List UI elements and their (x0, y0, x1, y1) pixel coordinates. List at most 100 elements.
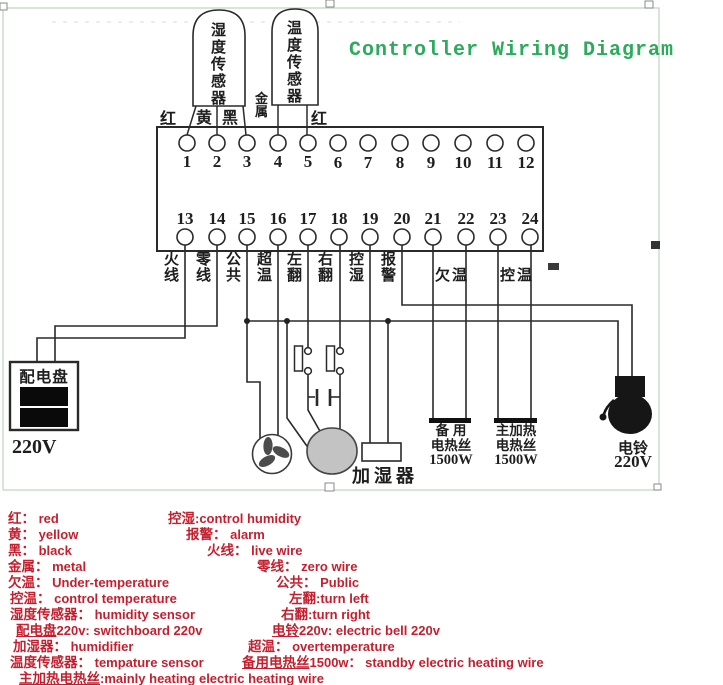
terminal-21: 21 (424, 209, 442, 228)
wire-color-metal: 金属 (254, 91, 268, 119)
label-under-temp: 欠温 (435, 267, 470, 284)
terminal-7: 7 (363, 153, 373, 172)
contact (303, 366, 313, 376)
terminal-24: 24 (521, 209, 539, 228)
legend-item: 右翻:turn right (281, 607, 371, 622)
legend-item: 黄： yellow (8, 527, 79, 542)
terminal-block (156, 126, 544, 252)
terminal-1: 1 (182, 152, 192, 171)
terminal-22: 22 (457, 209, 475, 228)
legend-item: 左翻:turn left (289, 591, 369, 606)
resize-handle-top-right[interactable] (644, 0, 654, 9)
bell-voltage: 220V (614, 452, 652, 471)
legend-item: 欠温： Under-temperature (8, 575, 170, 590)
terminal-9: 9 (426, 153, 436, 172)
temperature-sensor-capsule (271, 8, 319, 106)
legend-item: 红： red (8, 511, 59, 526)
label-common: 公共 (225, 251, 241, 284)
resize-handle-top-left[interactable] (0, 2, 8, 11)
main-heater-label: 主加热 电热丝 1500W (491, 423, 541, 468)
wire-color-yellow: 黄 (196, 110, 213, 127)
terminal-4: 4 (273, 152, 283, 171)
legend-item: 超温： overtemperature (248, 639, 395, 654)
standby-heater-label: 备 用 电热丝 1500W (426, 423, 476, 468)
legend-item: 火线： live wire (207, 543, 303, 558)
sensor-lead-wires (186, 105, 308, 136)
terminal-2: 2 (212, 152, 222, 171)
label-turn-left: 左翻 (286, 251, 302, 284)
switchboard-slot-2 (20, 408, 68, 427)
terminal-14: 14 (208, 209, 226, 228)
label-alarm: 报警 (380, 251, 396, 284)
page-title: Controller Wiring Diagram (349, 39, 675, 62)
turn-switches (293, 345, 345, 376)
standby-heater-line2: 电热丝 (430, 438, 472, 453)
resize-handle-bottom-right[interactable] (653, 483, 662, 491)
terminal-17: 17 (299, 209, 317, 228)
terminal-circles-top (178, 134, 535, 152)
terminal-13: 13 (176, 209, 194, 228)
bus-drop-to-motor (286, 321, 310, 450)
fan-icon (251, 433, 293, 475)
left-switch-body (293, 345, 304, 372)
temperature-sensor-label: 温度传感器 (285, 20, 302, 105)
wire-color-red-left: 红 (160, 111, 177, 128)
label-live-wire: 火线 (163, 251, 179, 284)
legend-item: 零线： zero wire (257, 559, 358, 574)
main-heater-power: 1500W (494, 452, 538, 468)
resize-handle-bottom-center[interactable] (324, 482, 335, 492)
switchboard-label: 配电盘 (19, 369, 69, 386)
bell-label: 电铃 (617, 440, 648, 457)
wire-common-to-fan (246, 245, 261, 442)
terminal-19: 19 (361, 209, 379, 228)
humidity-sensor-capsule (192, 9, 246, 107)
wire-zero-to-switchboard (54, 245, 218, 362)
legend-item: 配电盘220v: switchboard 220v (16, 623, 203, 638)
resize-handle-top-center[interactable] (325, 0, 335, 8)
terminal-11: 11 (486, 153, 504, 172)
switchboard-slot-1 (20, 387, 68, 406)
terminal-8: 8 (395, 153, 405, 172)
legend-item: 主加热电热丝:mainly heating electric heating w… (19, 671, 324, 685)
motor-icon (306, 427, 358, 475)
humidifier-box (361, 442, 402, 462)
circuit-wires (36, 245, 633, 450)
standby-heater-power: 1500W (429, 452, 473, 468)
legend-item: 控温： control temperature (10, 591, 177, 606)
terminal-23: 23 (489, 209, 507, 228)
label-ctrl-temp: 控温 (500, 267, 535, 284)
terminal-circles-bottom (176, 228, 539, 246)
terminal-18: 18 (330, 209, 348, 228)
wire-turn-left-to-motor (307, 374, 322, 434)
contact (335, 346, 345, 356)
terminal-3: 3 (242, 152, 252, 171)
humidity-sensor-label: 湿度传感器 (209, 22, 226, 107)
contact (335, 366, 345, 376)
terminal-6: 6 (333, 153, 343, 172)
label-zero-wire: 零线 (195, 251, 211, 284)
inner-selection-handle[interactable] (548, 263, 559, 270)
legend-item: 电铃220v: electric bell 220v (272, 623, 440, 638)
contact (303, 346, 313, 356)
legend-item: 加湿器： humidifier (13, 639, 134, 654)
capacitor-icon (315, 389, 332, 406)
humidifier-label: 加湿器 (352, 466, 418, 486)
legend-item: 公共： Public (276, 575, 360, 590)
legend-item: 金属： metal (8, 559, 87, 574)
legend-item: 湿度传感器： humidity sensor (10, 607, 196, 622)
resize-handle-right-middle[interactable] (651, 241, 660, 249)
legend-item: 备用电热丝1500w： standby electric heating wir… (242, 655, 544, 670)
switchboard-voltage: 220V (12, 436, 57, 458)
wire-color-black: 黑 (222, 110, 239, 127)
legend-item: 控湿:control humidity (168, 511, 302, 526)
wire-alarm-to-bell (401, 245, 633, 378)
right-switch-body (325, 345, 336, 372)
label-overtemp: 超温 (256, 251, 272, 284)
terminal-12: 12 (517, 153, 535, 172)
wire-color-red-right: 红 (311, 111, 328, 128)
label-ctrl-humidity: 控湿 (348, 251, 364, 284)
terminal-16: 16 (269, 209, 287, 228)
terminal-15: 15 (238, 209, 256, 228)
